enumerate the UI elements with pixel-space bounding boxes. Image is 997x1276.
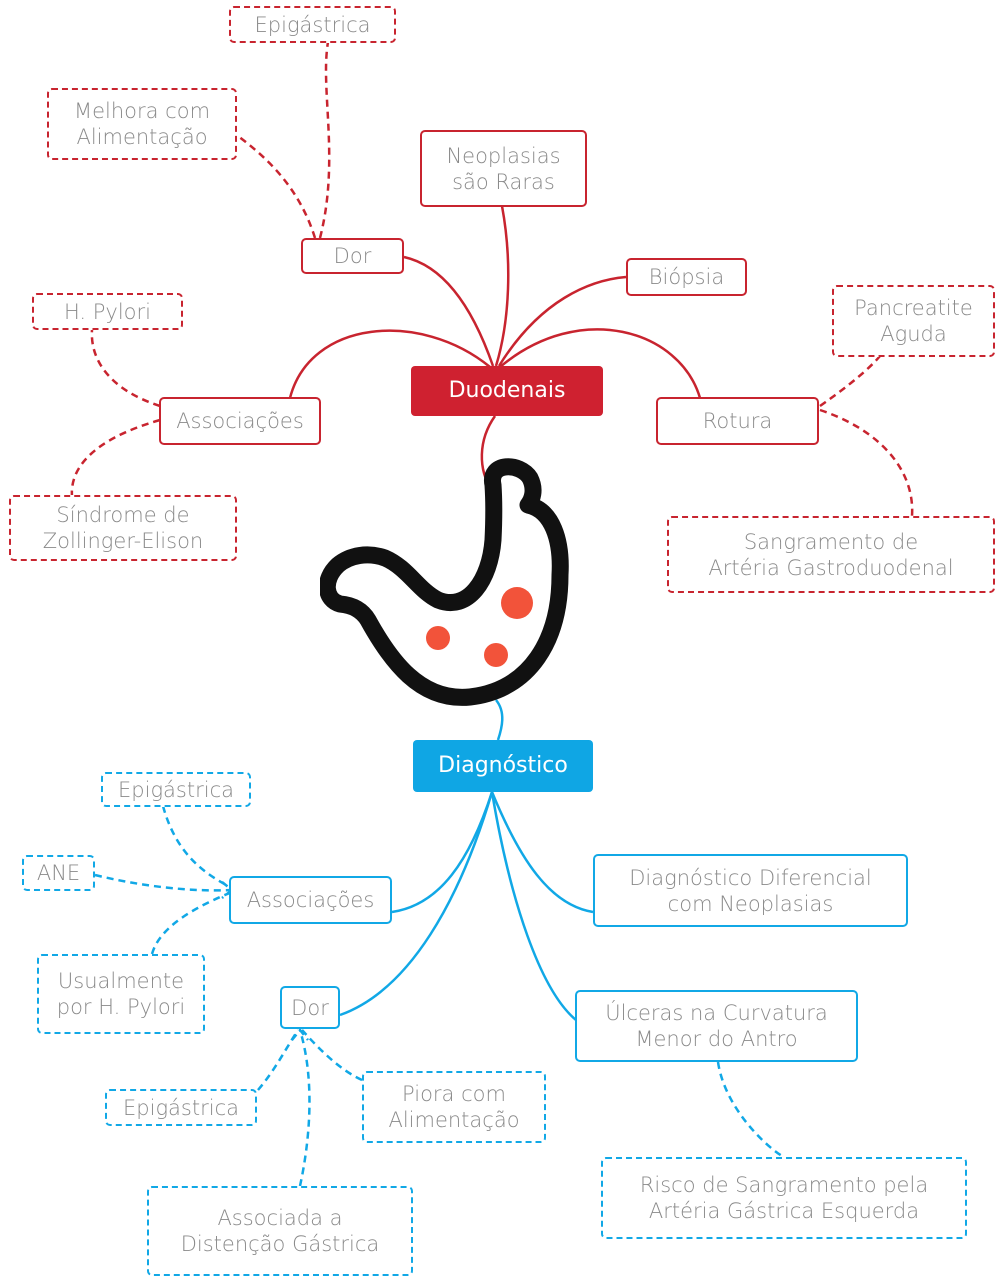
link-rotura-sangramento bbox=[819, 408, 914, 517]
node-epigastrica-2[interactable]: Epigástrica bbox=[105, 1089, 257, 1126]
node-dor-diag[interactable]: Dor bbox=[280, 986, 340, 1029]
link-diagnostico-diferencial bbox=[490, 791, 594, 914]
link-diagnostico-associacoes bbox=[391, 791, 494, 914]
node-usualmente[interactable]: Usualmente por H. Pylori bbox=[37, 954, 205, 1034]
link-stomach-diagnostico bbox=[494, 699, 504, 741]
link-duodenais-biopsia bbox=[497, 275, 627, 367]
root-diagnostico[interactable]: Diagnóstico bbox=[413, 740, 593, 792]
link-dor-epigastrica bbox=[318, 41, 331, 239]
node-epigastrica[interactable]: Epigástrica bbox=[229, 6, 396, 43]
node-neoplasias[interactable]: Neoplasias são Raras bbox=[420, 130, 587, 207]
link-diagnostico-dor bbox=[339, 791, 494, 1017]
node-pancreatite[interactable]: Pancreatite Aguda bbox=[832, 285, 995, 357]
node-associacoes-diag[interactable]: Associações bbox=[229, 876, 392, 924]
link-diagnostico-ulceras bbox=[490, 791, 577, 1021]
ulcer-spot bbox=[484, 643, 508, 667]
link-duodenais-associacoes bbox=[288, 329, 491, 399]
link-assoc-usualmente bbox=[150, 890, 233, 955]
node-risco[interactable]: Risco de Sangramento pela Artéria Gástri… bbox=[601, 1157, 967, 1239]
node-ulceras[interactable]: Úlceras na Curvatura Menor do Antro bbox=[575, 990, 858, 1062]
link-associacoes-zollinger bbox=[70, 418, 161, 497]
ulcer-spot bbox=[426, 626, 450, 650]
node-melhora[interactable]: Melhora com Alimentação bbox=[47, 88, 237, 160]
link-duodenais-rotura bbox=[499, 328, 702, 399]
root-duodenais[interactable]: Duodenais bbox=[411, 366, 603, 416]
link-assoc-epigastrica bbox=[161, 805, 233, 890]
link-rotura-pancreatite bbox=[819, 355, 881, 408]
link-duodenais-neoplasias bbox=[494, 205, 510, 367]
link-ulceras-risco bbox=[716, 1061, 785, 1159]
link-duodenais-dor bbox=[403, 255, 495, 367]
node-rotura[interactable]: Rotura bbox=[656, 397, 819, 445]
link-dor-piora bbox=[301, 1029, 363, 1082]
node-zollinger[interactable]: Síndrome de Zollinger-Elison bbox=[9, 495, 237, 561]
node-dor[interactable]: Dor bbox=[301, 238, 404, 274]
node-biopsia[interactable]: Biópsia bbox=[626, 258, 747, 296]
node-hpylori[interactable]: H. Pylori bbox=[32, 293, 183, 330]
node-associacoes-duo[interactable]: Associações bbox=[159, 397, 321, 445]
link-assoc-ane bbox=[94, 873, 233, 892]
link-associacoes-hpylori bbox=[90, 329, 161, 408]
arrow-dor bbox=[291, 1027, 309, 1041]
node-ane[interactable]: ANE bbox=[22, 855, 95, 891]
node-piora[interactable]: Piora com Alimentação bbox=[362, 1071, 546, 1143]
ulcer-spot bbox=[501, 587, 533, 619]
node-sangramento[interactable]: Sangramento de Artéria Gastroduodenal bbox=[667, 516, 995, 593]
link-dor-associada bbox=[298, 1029, 311, 1187]
stomach-icon bbox=[320, 458, 569, 706]
node-epigastrica-1[interactable]: Epigástrica bbox=[101, 772, 251, 807]
node-diferencial[interactable]: Diagnóstico Diferencial com Neoplasias bbox=[593, 854, 908, 927]
link-dor-melhora bbox=[237, 135, 317, 239]
node-associada[interactable]: Associada a Distenção Gástrica bbox=[147, 1186, 413, 1276]
